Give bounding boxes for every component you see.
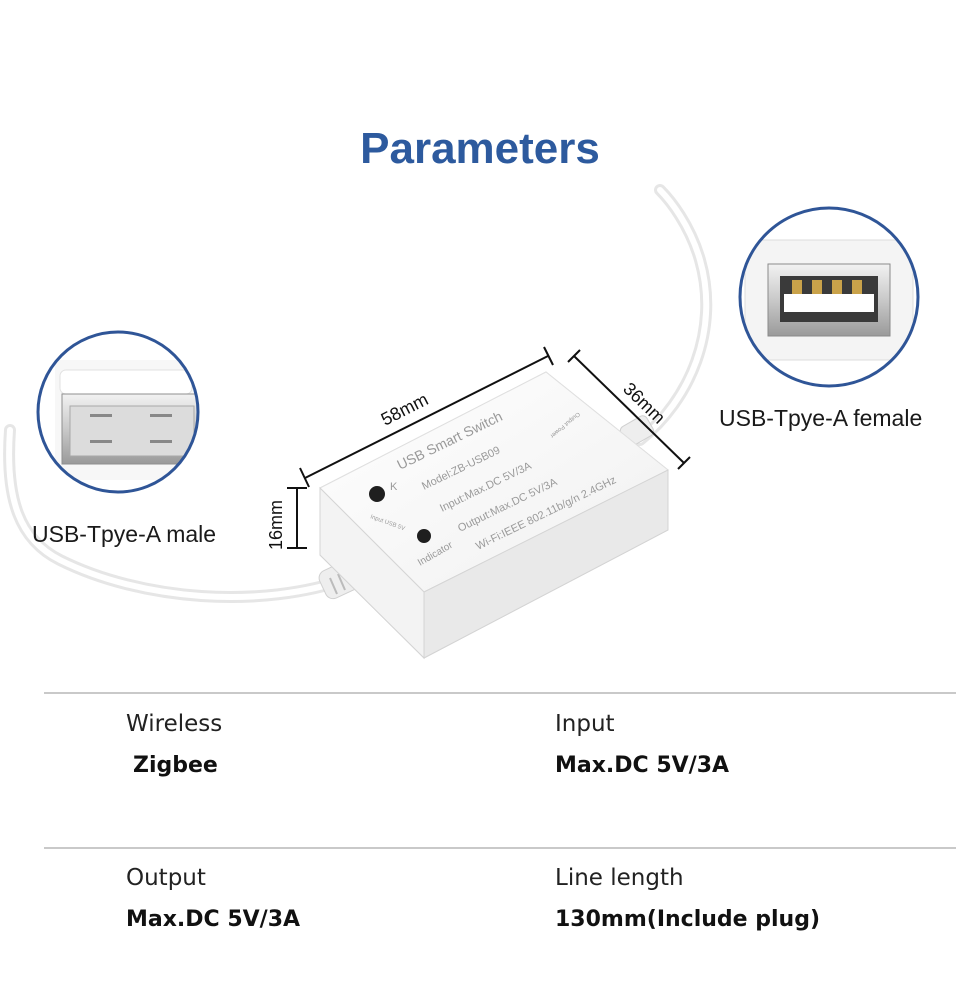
- spec-value-line-length: 130mm(Include plug): [555, 907, 820, 932]
- dimension-lines: [287, 346, 691, 549]
- spec-value-output: Max.DC 5V/3A: [126, 907, 301, 932]
- spec-label-wireless: Wireless: [126, 711, 223, 737]
- spec-value-input: Max.DC 5V/3A: [555, 753, 730, 778]
- spec-label-input: Input: [555, 711, 615, 737]
- button-label: K: [390, 481, 398, 493]
- spec-label-output: Output: [126, 865, 206, 891]
- page-title: Parameters: [360, 124, 600, 173]
- usb-male-label: USB-Tpye-A male: [32, 521, 217, 547]
- usb-male-callout: [36, 330, 200, 494]
- spec-value-wireless: Zigbee: [133, 753, 218, 778]
- dim-length: 58mm: [378, 389, 432, 430]
- usb-female-label: USB-Tpye-A female: [719, 405, 923, 431]
- dim-height: 16mm: [266, 500, 286, 550]
- product-illustration: USB Smart Switch Model:ZB-USB09 Input:Ma…: [3, 184, 920, 660]
- usb-female-callout: [738, 206, 920, 388]
- spec-label-line-length: Line length: [555, 865, 684, 891]
- device-body: [319, 371, 669, 660]
- indicator-led: [417, 529, 431, 543]
- k-button: [369, 486, 385, 502]
- divider-middle: [44, 847, 956, 849]
- divider-top: [44, 692, 956, 694]
